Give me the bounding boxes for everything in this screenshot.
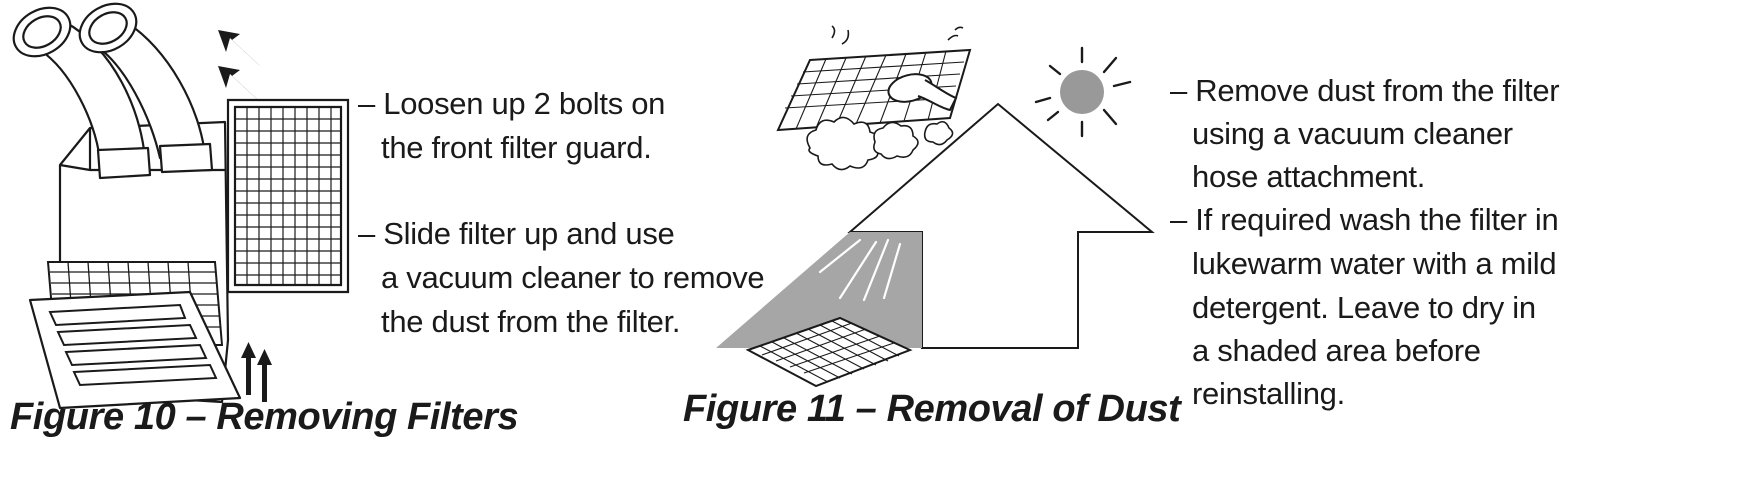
figure11-caption: Figure 11 – Removal of Dust <box>683 388 1181 430</box>
instruction-line: a shaded area before <box>1192 333 1481 368</box>
instruction-line: a vacuum cleaner to remove <box>381 260 765 295</box>
instruction-line: using a vacuum cleaner <box>1192 116 1513 151</box>
instruction-line: the dust from the filter. <box>381 304 681 339</box>
instruction-line: – If required wash the filter in <box>1170 202 1559 237</box>
instruction-line: reinstalling. <box>1192 376 1345 411</box>
instruction-line: the front filter guard. <box>381 130 652 165</box>
dust-removal-illustration <box>716 0 1160 390</box>
instruction-line: lukewarm water with a mild <box>1192 246 1557 281</box>
figure10-caption: Figure 10 – Removing Filters <box>10 396 519 438</box>
instruction-line: – Loosen up 2 bolts on <box>358 86 666 121</box>
instruction-line: – Remove dust from the filter <box>1170 73 1560 108</box>
portable-air-conditioner-illustration <box>0 0 400 420</box>
instruction-line: – Slide filter up and use <box>358 216 675 251</box>
instruction-line: hose attachment. <box>1192 159 1426 194</box>
instruction-line: detergent. Leave to dry in <box>1192 290 1536 325</box>
